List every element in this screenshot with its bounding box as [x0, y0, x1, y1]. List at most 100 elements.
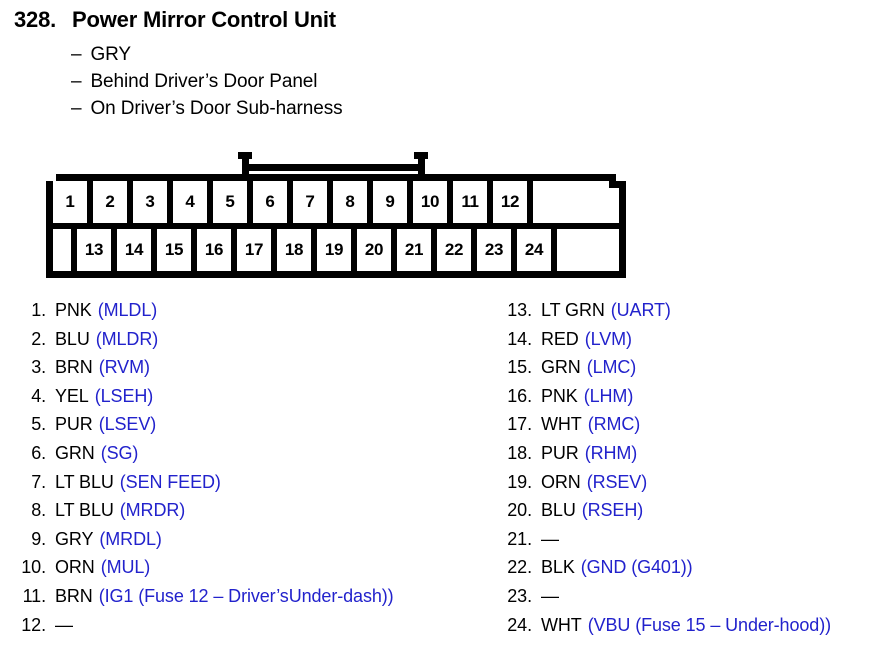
pin-number: 23. — [507, 585, 532, 606]
pin-list-item: 3.BRN(RVM) — [14, 357, 394, 386]
pin-number: 2. — [31, 328, 46, 349]
pin-signal-code: (RVM) — [98, 357, 150, 378]
connector-notch-right — [609, 174, 626, 188]
pin-number: 6. — [31, 442, 46, 463]
pin-list-item: 19.ORN(RSEV) — [500, 472, 831, 501]
pin-signal-code: (UART) — [610, 300, 671, 320]
pin-wire-color: BRN — [55, 357, 93, 378]
pin-unused-dash: — — [55, 614, 73, 635]
connector-pin-cell: 20 — [351, 229, 397, 271]
connector-details-list: –GRY –Behind Driver’s Door Panel –On Dri… — [71, 41, 343, 122]
pin-number: 12. — [21, 614, 46, 635]
pin-number: 5. — [31, 414, 46, 435]
pin-signal-code: (RSEV) — [586, 471, 648, 492]
pin-wire-color: LT BLU — [55, 500, 114, 521]
dash-glyph: – — [71, 98, 82, 119]
pin-list-item: 2.BLU(MLDR) — [14, 329, 394, 358]
pin-list-right-column: 13. LT GRN(UART) 14.RED(LVM)15.GRN(LMC)16.… — [500, 300, 831, 643]
pin-list-item: 15.GRN(LMC) — [500, 357, 831, 386]
pin-number: 17. — [507, 414, 532, 435]
pin-number: 19. — [507, 471, 532, 492]
pin-signal-code: (LVM) — [584, 328, 632, 349]
pin-number: 14. — [507, 328, 532, 349]
pin-number: 8. — [31, 500, 46, 521]
pin-number: 10. — [21, 557, 46, 578]
connector-pin-cell: 10 — [407, 181, 453, 223]
connector-detail-text: GRY — [90, 44, 131, 65]
pin-list-item: 6. GRN(SG) — [14, 443, 394, 472]
pin-signal-code: (GND (G401)) — [580, 557, 693, 578]
pin-wire-color: BLU — [541, 500, 576, 521]
pin-list-item: 9.GRY(MRDL) — [14, 529, 394, 558]
pin-signal-code: (MRDR) — [119, 500, 186, 521]
connector-detail-item: –Behind Driver’s Door Panel — [71, 68, 343, 95]
dash-glyph: – — [71, 71, 82, 92]
dash-glyph: – — [71, 44, 82, 65]
latch-cap-right — [414, 152, 428, 159]
connector-pin-cell: 22 — [431, 229, 477, 271]
pin-unused-dash: — — [541, 528, 559, 549]
connector-pin-cell: 16 — [191, 229, 237, 271]
connector-detail-text: On Driver’s Door Sub-harness — [90, 98, 343, 119]
pin-wire-color: BRN — [55, 585, 93, 606]
pin-list-item: 7.LT BLU(SEN FEED) — [14, 472, 394, 501]
pin-signal-code: (SEN FEED) — [119, 471, 221, 492]
pin-wire-color: LT GRN — [541, 300, 605, 320]
connector-top-row-end-gap — [533, 181, 557, 223]
pin-list-item: 16. PNK(LHM) — [500, 386, 831, 415]
pin-list-item: 17. WHT(RMC) — [500, 414, 831, 443]
pin-list-item: 12. — — [14, 615, 394, 644]
page-title-number: 328. — [14, 7, 57, 32]
pin-list-item: 22.BLK(GND (G401)) — [500, 557, 831, 586]
pin-signal-code: (SG) — [100, 442, 139, 463]
pin-signal-code: (LHM) — [583, 385, 634, 406]
pin-list-item: 11. BRN(IG1 (Fuse 12 – Driver’sUnder-dash… — [14, 586, 394, 615]
pin-wire-color: YEL — [55, 385, 89, 406]
pin-list-item: 21.— — [500, 529, 831, 558]
pin-list-item: 18.PUR(RHM) — [500, 443, 831, 472]
connector-bottom-row: 13 14 15 16 17 18 19 20 21 22 23 24 — [53, 229, 557, 271]
pin-signal-code: (MLDL) — [97, 300, 158, 320]
latch-bar — [242, 164, 425, 171]
pin-signal-code: (IG1 (Fuse 12 – Driver’sUnder-dash)) — [98, 585, 394, 606]
pin-unused-dash: — — [541, 585, 559, 606]
pin-wire-color: GRN — [55, 442, 95, 463]
connector-detail-item: –On Driver’s Door Sub-harness — [71, 95, 343, 122]
pin-list-item: 20. BLU(RSEH) — [500, 500, 831, 529]
connector-pin-cell: 24 — [511, 229, 557, 271]
pin-list-item: 14.RED(LVM) — [500, 329, 831, 358]
pin-number: 22. — [507, 557, 532, 578]
pin-signal-code: (LSEH) — [94, 385, 154, 406]
pin-list-item: 1.PNK(MLDL) — [14, 300, 394, 329]
pin-signal-code: (RMC) — [587, 414, 641, 435]
pin-list-item: 10.ORN(MUL) — [14, 557, 394, 586]
pin-signal-code: (LSEV) — [98, 414, 157, 435]
pin-number: 20. — [507, 500, 532, 521]
pin-signal-code: (RSEH) — [581, 500, 644, 521]
pin-number: 9. — [31, 528, 46, 549]
pin-wire-color: PUR — [541, 442, 579, 463]
pin-wire-color: LT BLU — [55, 471, 114, 492]
connector-detail-text: Behind Driver’s Door Panel — [90, 71, 318, 92]
pin-signal-code: (RHM) — [584, 442, 638, 463]
latch-cap-left — [238, 152, 252, 159]
pin-list-item: 13. LT GRN(UART) — [500, 300, 831, 329]
pin-list-item: 8. LT BLU(MRDR) — [14, 500, 394, 529]
pin-wire-color: PNK — [541, 385, 578, 406]
pin-number: 16. — [507, 385, 532, 406]
pin-signal-code: (LMC) — [586, 357, 637, 378]
connector-top-row: 1 2 3 4 5 6 7 8 9 10 11 12 — [47, 181, 557, 223]
pin-number: 13. — [507, 300, 532, 320]
pin-number: 15. — [507, 357, 532, 378]
pin-number: 24. — [507, 614, 532, 635]
pin-wire-color: WHT — [541, 414, 582, 435]
connector-pin-cell: 17 — [231, 229, 277, 271]
pin-wire-color: PUR — [55, 414, 93, 435]
pin-list-item: 24.WHT(VBU (Fuse 15 – Under-hood)) — [500, 615, 831, 644]
pin-wire-color: GRY — [55, 528, 94, 549]
pin-number: 1. — [31, 300, 46, 320]
pin-signal-code: (MLDR) — [95, 328, 159, 349]
pin-number: 11. — [22, 585, 46, 606]
connector-diagram: 1 2 3 4 5 6 7 8 9 10 11 12 13 14 15 16 1… — [46, 146, 626, 278]
pin-list-left-column: 1.PNK(MLDL)2.BLU(MLDR)3.BRN(RVM)4.YEL(LS… — [14, 300, 394, 644]
